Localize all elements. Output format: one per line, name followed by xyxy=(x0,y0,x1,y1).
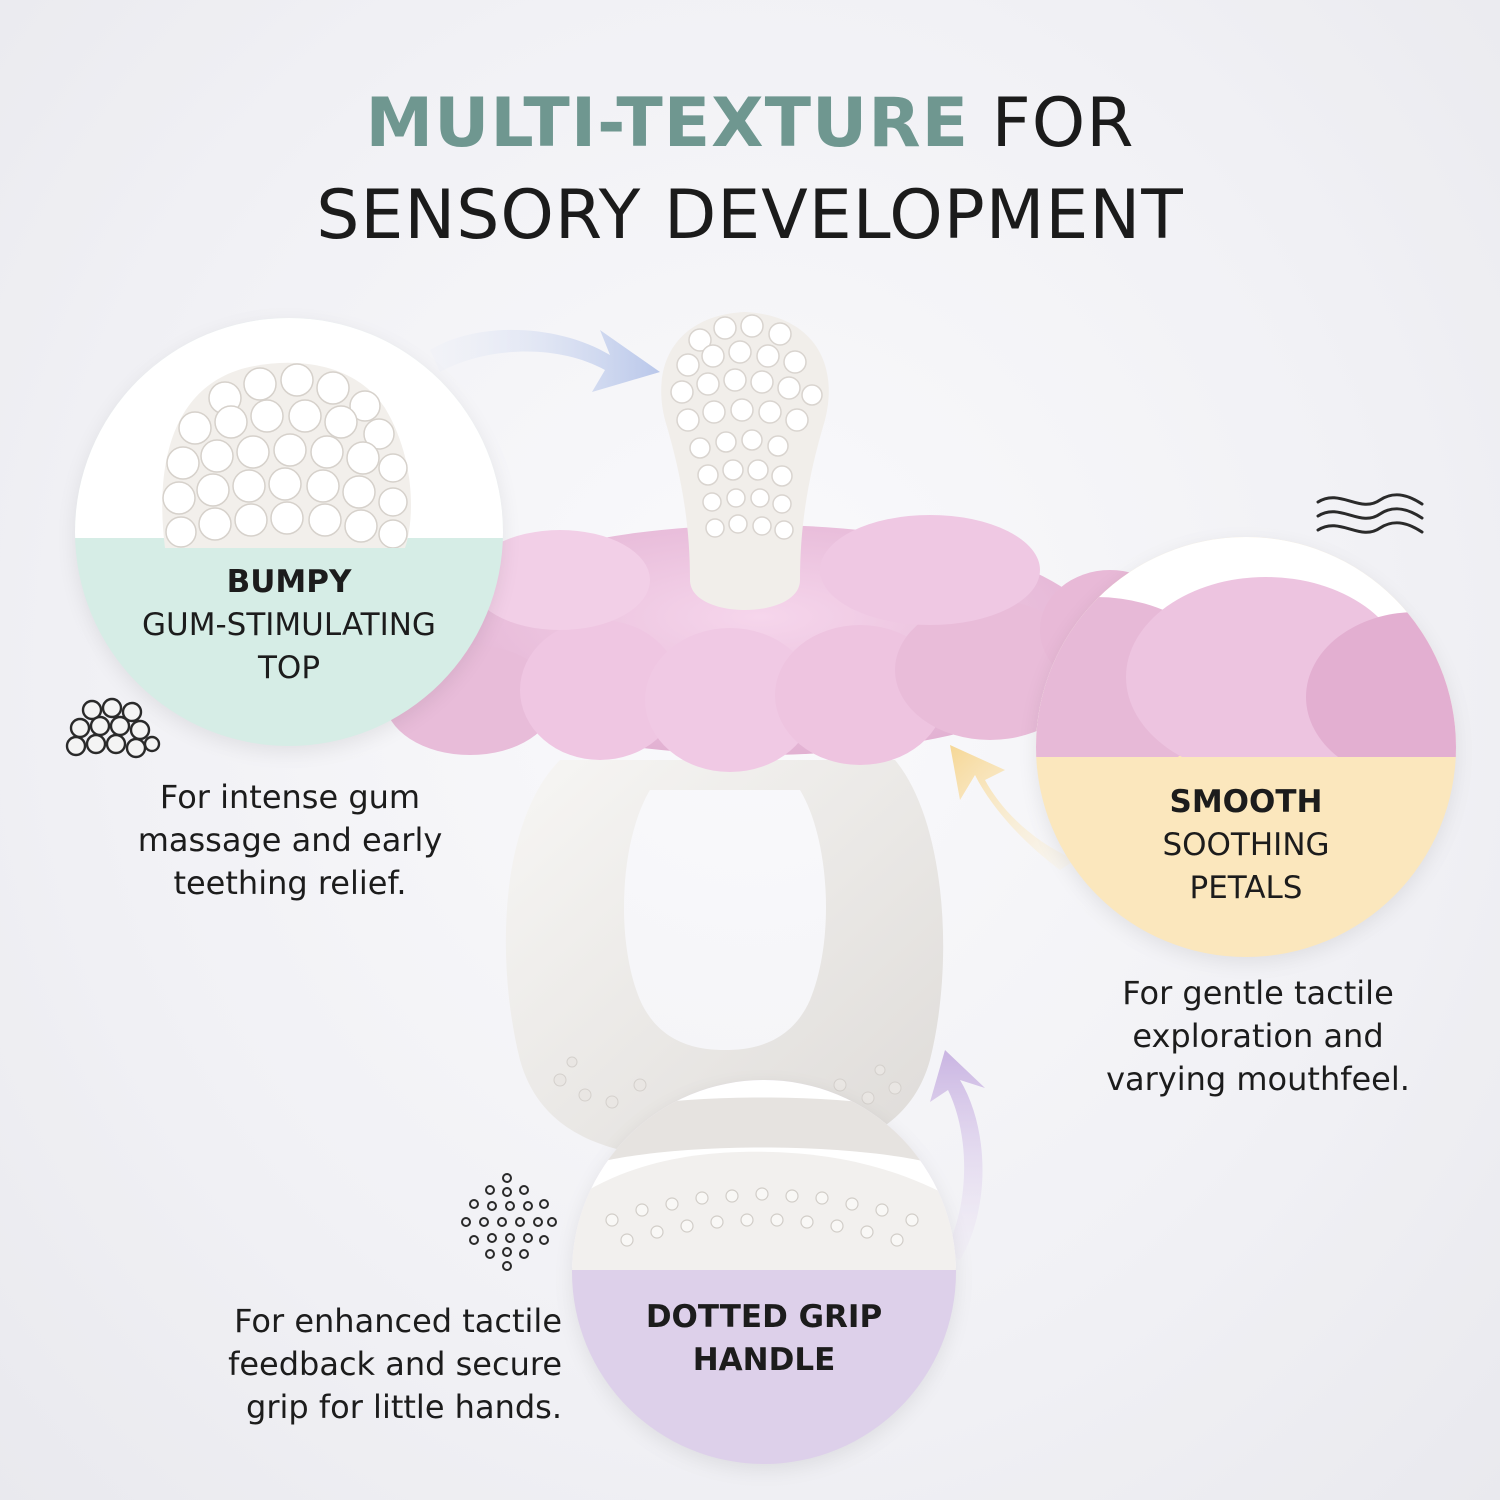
bumpy-description-line-2: massage and early xyxy=(137,821,443,859)
page-headline: MULTI-TEXTURE FOR SENSORY DEVELOPMENT xyxy=(0,78,1500,262)
callout-smooth-petals: SMOOTH SOOTHING PETALS xyxy=(1036,537,1456,957)
arrow-to-handle xyxy=(930,1050,985,1260)
headline-line-1: MULTI-TEXTURE FOR xyxy=(0,78,1500,170)
dotted-description-line-2: feedback and secure xyxy=(228,1345,562,1383)
arrow-to-petals xyxy=(950,745,1075,870)
bumpy-description-line-3: teething relief. xyxy=(173,864,407,902)
callout-smooth-title-3: PETALS xyxy=(1189,870,1303,906)
callout-smooth-title-2: SOOTHING xyxy=(1162,827,1330,863)
callout-smooth-title: SMOOTH SOOTHING PETALS xyxy=(1036,781,1456,910)
petals-closeup xyxy=(1036,577,1456,757)
bumpy-description: For intense gum massage and early teethi… xyxy=(100,776,480,905)
smooth-description-line-2: exploration and xyxy=(1132,1017,1384,1055)
dotted-description-line-1: For enhanced tactile xyxy=(234,1302,562,1340)
headline-line-2: SENSORY DEVELOPMENT xyxy=(316,176,1184,255)
callout-dotted-title: DOTTED GRIP HANDLE xyxy=(572,1296,956,1382)
callout-smooth-title-1: SMOOTH xyxy=(1169,784,1323,820)
smooth-description-line-1: For gentle tactile xyxy=(1122,974,1394,1012)
callout-dotted-title-2: HANDLE xyxy=(692,1342,836,1378)
callout-bumpy-title-2: GUM-STIMULATING xyxy=(142,607,436,643)
dotted-description: For enhanced tactile feedback and secure… xyxy=(150,1300,562,1429)
callout-dotted-grip: DOTTED GRIP HANDLE xyxy=(572,1080,956,1464)
headline-line-1-rest: FOR xyxy=(969,84,1135,163)
bumpy-texture-icon xyxy=(65,697,161,759)
wave-lines-icon xyxy=(1316,493,1424,534)
dotted-texture-icon xyxy=(461,1173,557,1271)
callout-dotted-title-1: DOTTED GRIP xyxy=(645,1299,883,1335)
callout-bumpy-title: BUMPY GUM-STIMULATING TOP xyxy=(75,561,503,690)
dotted-description-line-3: grip for little hands. xyxy=(246,1388,562,1426)
headline-accent: MULTI-TEXTURE xyxy=(365,84,970,163)
bumpy-description-line-1: For intense gum xyxy=(159,778,421,816)
bumpy-stem xyxy=(661,312,829,610)
callout-bumpy-top: BUMPY GUM-STIMULATING TOP xyxy=(75,318,503,746)
callout-bumpy-title-3: TOP xyxy=(257,650,321,686)
smooth-description: For gentle tactile exploration and varyi… xyxy=(1068,972,1448,1101)
grip-closeup xyxy=(572,1097,956,1270)
flower-petals xyxy=(385,515,1180,772)
smooth-description-line-3: varying mouthfeel. xyxy=(1106,1060,1410,1098)
callout-bumpy-title-1: BUMPY xyxy=(226,564,352,600)
bumpy-top-closeup xyxy=(162,362,411,548)
